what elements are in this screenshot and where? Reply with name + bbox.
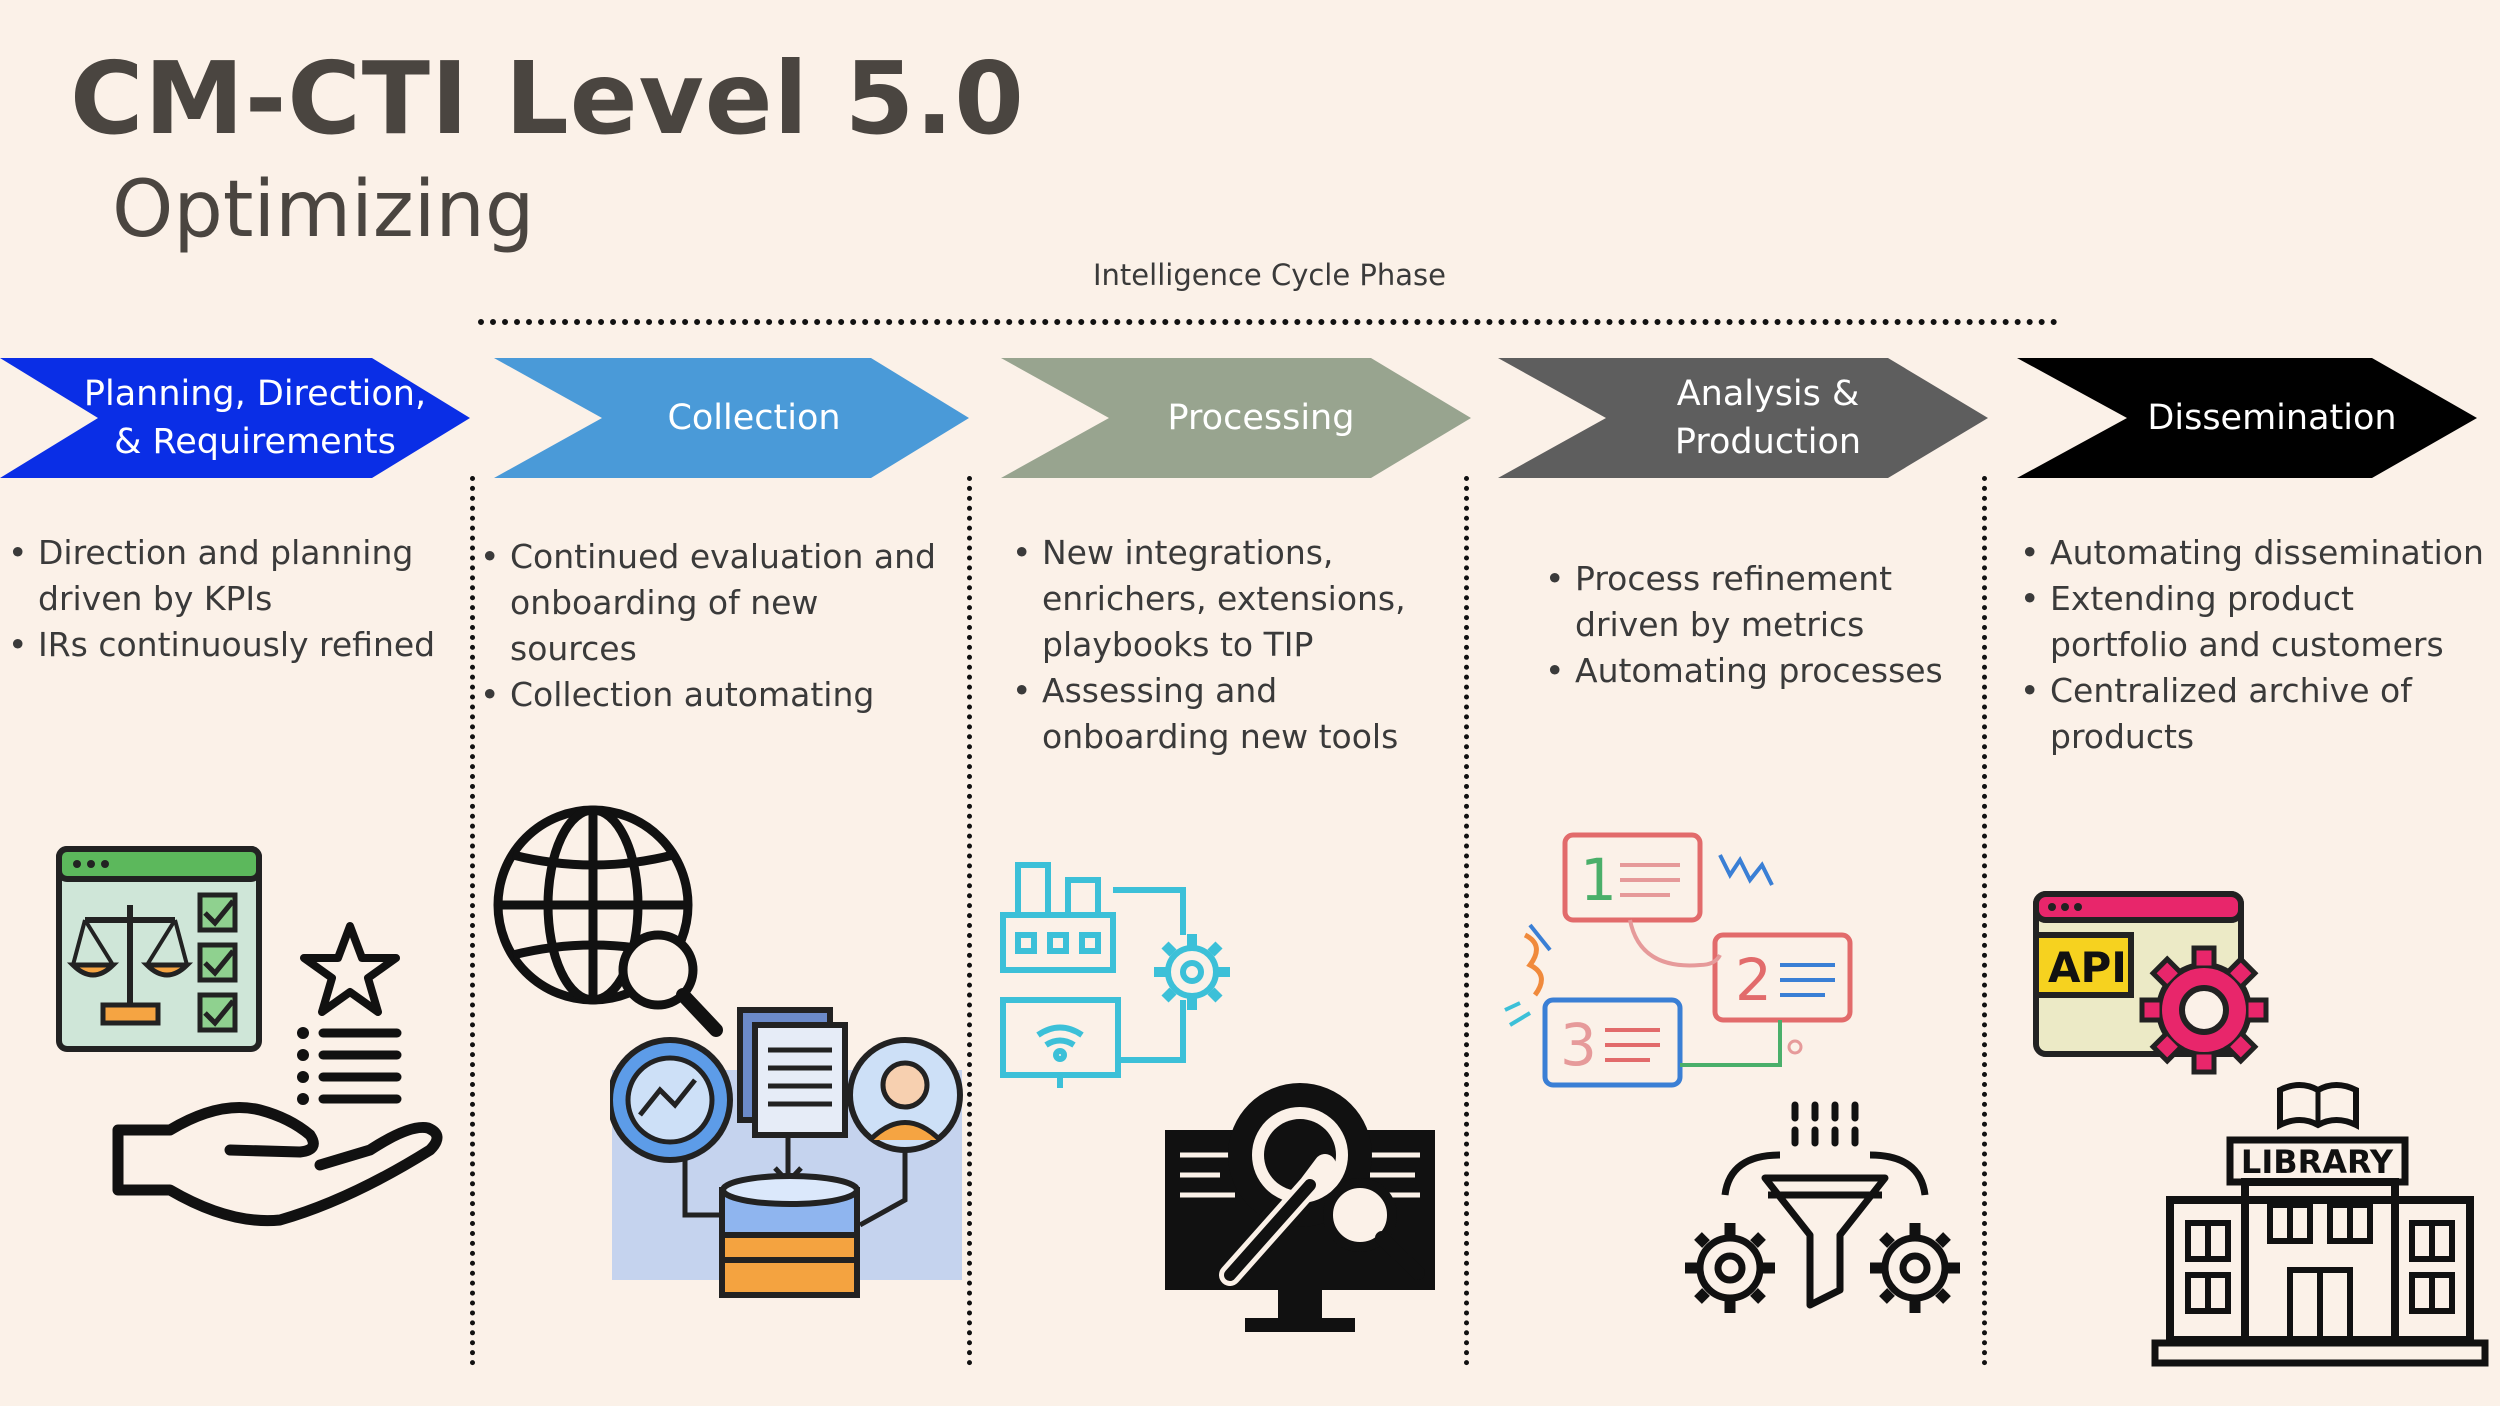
svg-text:1: 1 — [1580, 846, 1617, 914]
chevron-processing-label: Processing — [1167, 398, 1355, 438]
list-item: Automating dissemination — [2020, 530, 2490, 576]
phase-dotted-line — [478, 319, 2058, 325]
database-sources-icon — [610, 1007, 963, 1298]
list-item: Process refinement driven by metrics — [1545, 556, 1970, 648]
list-item: Collection automating — [480, 672, 950, 718]
list-item: Automating processes — [1545, 648, 1970, 694]
column-divider-4 — [1982, 476, 1987, 1366]
list-item: Continued evaluation and onboarding of n… — [480, 534, 950, 672]
chevron-dissemination-label: Dissemination — [2147, 398, 2397, 438]
globe-search-icon — [493, 805, 723, 1037]
processing-bullets: New integrations, enrichers, extensions,… — [1012, 530, 1452, 760]
column-divider-1 — [470, 476, 475, 1366]
factory-network-icon — [1000, 862, 1186, 1088]
chevron-collection-label: Collection — [667, 398, 841, 438]
chevron-planning-label: Planning, Direction,& Requirements — [83, 374, 427, 462]
list-item: New integrations, enrichers, extensions,… — [1012, 530, 1452, 668]
star-icon — [300, 922, 400, 1016]
page-title: CM-CTI Level 5.0 — [70, 40, 1025, 157]
chevron-processing: Processing — [1001, 358, 1471, 478]
gear-icon — [1154, 934, 1230, 1010]
list-item: Assessing and onboarding new tools — [1012, 668, 1452, 760]
list-item: Direction and planning driven by KPIs — [8, 530, 448, 622]
library-sign: LIBRARY — [2241, 1143, 2394, 1181]
chevron-planning: Planning, Direction,& Requirements — [0, 358, 470, 478]
list-item: Centralized archive of products — [2020, 668, 2490, 760]
column-divider-3 — [1464, 476, 1469, 1366]
planning-bullets: Direction and planning driven by KPIs IR… — [8, 530, 448, 668]
chevron-dissemination: Dissemination — [2017, 358, 2477, 478]
column-divider-2 — [967, 476, 972, 1366]
analysis-bullets: Process refinement driven by metrics Aut… — [1545, 556, 1970, 694]
library-building-icon: LIBRARY — [2151, 1082, 2489, 1367]
api-gear-icon: API — [2033, 891, 2269, 1075]
numbered-steps-icon: 1 2 3 — [1504, 832, 1853, 1088]
phase-label: Intelligence Cycle Phase — [1093, 258, 1447, 292]
chevron-analysis-label: Analysis &Production — [1674, 374, 1862, 462]
monitor-wrench-icon — [1165, 1083, 1435, 1332]
svg-text:3: 3 — [1560, 1011, 1597, 1079]
svg-text:2: 2 — [1735, 946, 1772, 1014]
api-label: API — [2048, 943, 2127, 992]
dissemination-bullets: Automating dissemination Extending produ… — [2020, 530, 2490, 760]
page-subtitle: Optimizing — [112, 165, 535, 255]
open-hand-icon — [112, 1102, 443, 1227]
scale-checklist-icon — [56, 846, 262, 1052]
chevron-collection: Collection — [494, 358, 969, 478]
collection-bullets: Continued evaluation and onboarding of n… — [480, 534, 950, 718]
list-item: IRs continuously refined — [8, 622, 448, 668]
funnel-gears-icon — [1685, 1101, 1960, 1313]
chevron-analysis: Analysis &Production — [1498, 358, 1988, 478]
list-item: Extending product portfolio and customer… — [2020, 576, 2490, 668]
list-icon — [297, 1027, 402, 1105]
